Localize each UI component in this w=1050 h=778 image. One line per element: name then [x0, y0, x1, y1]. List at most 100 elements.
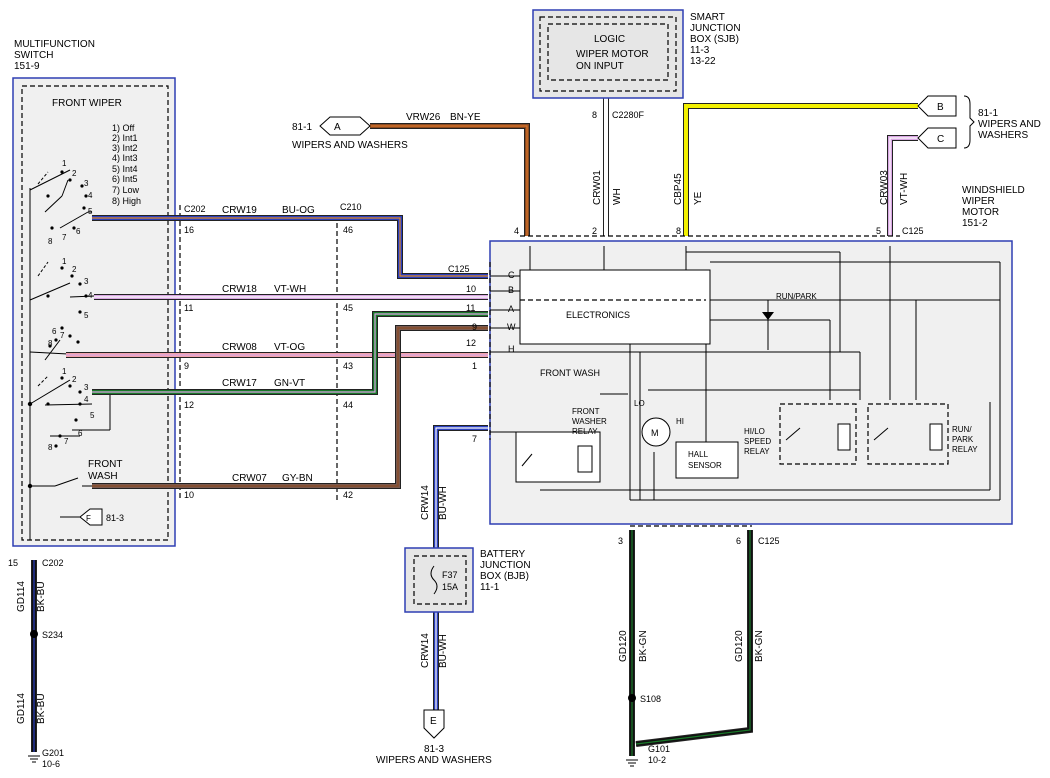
crw01-color: WH — [612, 188, 623, 205]
svg-text:5: 5 — [88, 207, 93, 216]
crw14-color-bottom: BU-WH — [438, 634, 449, 668]
wire-cbp45 — [683, 103, 918, 236]
motor-top-pin-8: 8 — [676, 226, 681, 236]
svg-text:8: 8 — [48, 339, 53, 348]
hilo-label-2: SPEED — [744, 437, 771, 446]
wire-gd120-right — [635, 530, 753, 747]
c202-pin-10: 10 — [184, 490, 194, 500]
battery-junction-box: F37 15A BATTERY JUNCTION BOX (BJB) 11-1 — [404, 547, 531, 613]
sjb-housing — [532, 9, 684, 99]
switch-contact-dots — [27, 170, 88, 489]
svg-text:3: 3 — [84, 179, 89, 188]
front-wash-label-2: WASH — [88, 471, 118, 482]
hall-sensor — [675, 441, 739, 479]
crw07-label: CRW07 — [232, 473, 267, 484]
wire-crw17 — [92, 311, 488, 395]
svg-text:8: 8 — [48, 237, 53, 246]
vrw26-label: VRW26 — [406, 112, 441, 123]
bjb-housing — [404, 547, 474, 613]
c202-bottom-pin: 15 — [8, 558, 18, 568]
offpage-f-letter: F — [86, 514, 91, 523]
svg-text:4: 4 — [88, 291, 93, 300]
wire-crw14-top — [433, 425, 488, 548]
svg-text:7: 7 — [64, 437, 69, 446]
g101-label: G101 — [648, 744, 670, 754]
crw03-label: CRW03 — [879, 170, 890, 205]
motor-top-pin-2: 2 — [592, 226, 597, 236]
motor-left-label-c: C — [508, 270, 515, 280]
motor-bottom-pin-3: 3 — [618, 536, 623, 546]
hall-label-1: HALL — [688, 450, 709, 459]
crw14-label-bottom: CRW14 — [420, 633, 431, 668]
motor-left-pin-11: 11 — [466, 303, 475, 313]
switch-position-8: 8) High — [112, 196, 141, 206]
hilo-label-1: HI/LO — [744, 427, 765, 436]
offpage-b-letter: B — [937, 102, 944, 113]
c202-bottom-label: C202 — [42, 558, 64, 568]
svg-text:5: 5 — [90, 411, 95, 420]
offpage-bc-text-2: WASHERS — [978, 130, 1029, 141]
gd114-color-bottom: BK-BU — [36, 693, 47, 724]
sjb-input-2: ON INPUT — [576, 61, 624, 72]
electronics-label: ELECTRONICS — [566, 310, 630, 320]
motor-left-label-w: W — [507, 322, 516, 332]
gd120-label-right: GD120 — [734, 630, 745, 662]
svg-text:6: 6 — [76, 227, 81, 236]
c210-pin-46: 46 — [343, 225, 353, 235]
offpage-a: 81-1 A WIPERS AND WASHERS — [292, 116, 408, 151]
wire-crw07 — [92, 325, 488, 489]
svg-text:2: 2 — [72, 265, 77, 274]
c210-pin-43: 43 — [343, 361, 353, 371]
sjb-outer-dash — [539, 16, 677, 92]
bjb-title-3: BOX (BJB) — [480, 571, 529, 582]
hall-label-2: SENSOR — [688, 461, 722, 470]
crw18-label: CRW18 — [222, 284, 257, 295]
switch-section-label: FRONT WIPER — [52, 98, 122, 109]
crw17-color: GN-VT — [274, 378, 305, 389]
svg-text:2: 2 — [72, 375, 77, 384]
motor-bottom-pin-6: 6 — [736, 536, 741, 546]
crw18-color: VT-WH — [274, 284, 306, 295]
sjb-ref-2: 13-22 — [690, 56, 716, 67]
sjb-ref-1: 11-3 — [690, 45, 710, 56]
switch-position-1: 1) Off — [112, 123, 135, 133]
bjb-fuse: F37 — [442, 570, 458, 580]
crw07-color: GY-BN — [282, 473, 313, 484]
bjb-rating: 15A — [442, 582, 458, 592]
hilo-speed-relay — [779, 403, 857, 465]
motor-left-label-b: B — [508, 285, 514, 295]
wire-vrw26 — [370, 123, 530, 236]
gd120-color-left: BK-GN — [638, 630, 649, 662]
motor-m: M — [651, 428, 659, 438]
windshield-wiper-motor: WINDSHIELD WIPER MOTOR 151-2 C125 C125 C… — [448, 185, 1025, 546]
cbp45-label: CBP45 — [673, 173, 684, 205]
smart-junction-box: LOGIC WIPER MOTOR ON INPUT SMART JUNCTIO… — [532, 9, 741, 120]
crw19-color: BU-OG — [282, 205, 315, 216]
sjb-title-2: JUNCTION — [690, 23, 741, 34]
crw17-label: CRW17 — [222, 378, 257, 389]
g101-ref: 10-2 — [648, 755, 666, 765]
c202-label: C202 — [184, 204, 206, 214]
c210-pin-45: 45 — [343, 303, 353, 313]
rp-label-3: RELAY — [952, 445, 978, 454]
svg-text:3: 3 — [84, 383, 89, 392]
c202-pin-12: 12 — [184, 400, 194, 410]
switch-position-3: 3) Int2 — [112, 143, 138, 153]
crw14-label-top: CRW14 — [420, 485, 431, 520]
rp-label-1: RUN/ — [952, 425, 972, 434]
sjb-pin: 8 — [592, 110, 597, 120]
motor-title-2: WIPER — [962, 196, 995, 207]
offpage-c-letter: C — [937, 134, 944, 145]
crw01-label: CRW01 — [592, 170, 603, 205]
wire-labels: CRW19 BU-OG CRW18 VT-WH CRW08 VT-OG CRW1… — [16, 112, 910, 724]
motor-left-pin-1: 1 — [472, 361, 477, 371]
motor-symbol — [641, 417, 671, 447]
switch-title-3: 151-9 — [14, 61, 40, 72]
svg-text:1: 1 — [62, 257, 67, 266]
sjb-title-1: SMART — [690, 12, 725, 23]
splice-s234 — [30, 630, 38, 638]
switch-title-1: MULTIFUNCTION — [14, 39, 95, 50]
offpage-f-flag — [79, 508, 103, 526]
fw-relay-label-1: FRONT — [572, 407, 600, 416]
